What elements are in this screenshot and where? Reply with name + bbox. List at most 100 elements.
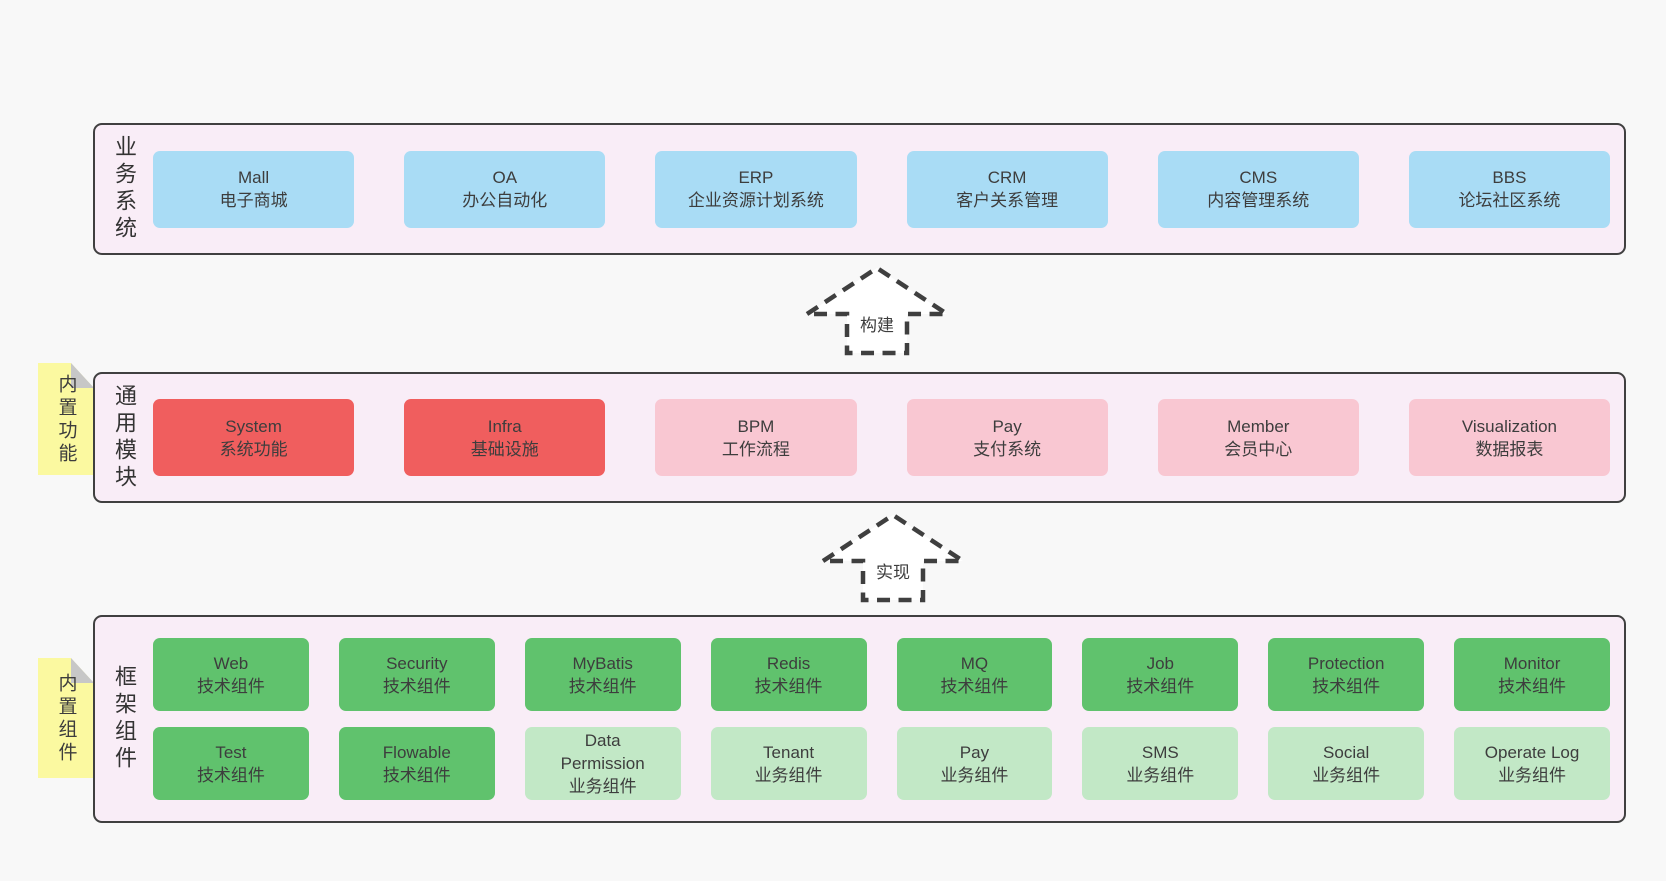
box-oa: OA 办公自动化: [404, 150, 606, 228]
box-pay-biz: Pay 业务组件: [896, 727, 1053, 800]
box-title: Security: [386, 653, 448, 673]
box-crm: CRM 客户关系管理: [906, 150, 1108, 228]
sticky-note-shape: [38, 363, 94, 475]
box-title: BBS: [1492, 168, 1527, 187]
box-subtitle: 技术组件: [1126, 676, 1195, 696]
box-title: Pay: [992, 416, 1022, 436]
box-title: CMS: [1239, 168, 1278, 187]
box-subtitle: 业务组件: [1126, 765, 1195, 785]
box-title: OA: [492, 168, 518, 187]
box-subtitle: 会员中心: [1224, 439, 1293, 459]
box-bpm: BPM 工作流程: [655, 399, 857, 476]
box-subtitle: 电子商城: [219, 191, 288, 210]
box-subtitle: 技术组件: [568, 676, 637, 696]
box-subtitle: 论坛社区系统: [1458, 191, 1561, 210]
box-title: Job: [1146, 653, 1175, 673]
box-subtitle: 技术组件: [1312, 676, 1381, 696]
box-visualization: Visualization 数据报表: [1408, 399, 1611, 476]
band-label-common-modules: 通用模块: [112, 383, 137, 492]
box-subtitle: 业务组件: [568, 777, 637, 796]
dashed-up-arrow-icon: [815, 512, 971, 603]
box-title: Member: [1227, 416, 1290, 436]
box-test: Test 技术组件: [153, 727, 309, 800]
band-content: Web 技术组件 Security 技术组件 MyBatis 技术组件 Redi…: [153, 617, 1624, 821]
box-mq: MQ 技术组件: [896, 638, 1053, 711]
sticky-label: 内置组件: [55, 673, 77, 765]
box-title: Pay: [959, 742, 990, 762]
box-title: Social: [1323, 742, 1370, 762]
box-social: Social 业务组件: [1268, 727, 1425, 800]
box-title: Flowable: [382, 742, 451, 762]
box-title: Visualization: [1461, 416, 1558, 436]
band-common-modules: 通用模块 System 系统功能 Infra 基础设施 BPM 工作流程 Pay…: [93, 372, 1626, 503]
box-job: Job 技术组件: [1082, 638, 1239, 711]
box-title: BPM: [737, 416, 775, 436]
box-title: Tenant: [763, 742, 815, 762]
box-title: Protection: [1307, 653, 1385, 673]
box-erp: ERP 企业资源计划系统: [655, 150, 857, 228]
box-subtitle: 技术组件: [196, 676, 265, 696]
box-subtitle: 技术组件: [196, 765, 265, 785]
box-subtitle: 技术组件: [382, 676, 451, 696]
box-subtitle: 技术组件: [1498, 676, 1567, 696]
box-title: SMS: [1141, 742, 1179, 762]
band-content: System 系统功能 Infra 基础设施 BPM 工作流程 Pay 支付系统…: [153, 374, 1624, 501]
box-mybatis: MyBatis 技术组件: [524, 638, 681, 711]
box-subtitle: 基础设施: [470, 439, 539, 459]
box-title: Redis: [766, 653, 811, 673]
box-subtitle: 工作流程: [721, 439, 790, 459]
box-infra: Infra 基础设施: [404, 399, 606, 476]
box-subtitle: 系统功能: [219, 439, 288, 459]
box-member: Member 会员中心: [1157, 399, 1359, 476]
build-arrow: 构建: [799, 262, 955, 358]
box-subtitle: 业务组件: [1312, 765, 1381, 785]
build-arrow-label: 构建: [860, 316, 894, 335]
folded-corner-icon: [71, 658, 94, 683]
band-content: Mall 电子商城 OA 办公自动化 ERP 企业资源计划系统 CRM 客户关系…: [153, 125, 1624, 253]
box-subtitle: 技术组件: [940, 676, 1009, 696]
box-title: MyBatis: [572, 653, 633, 673]
box-title: Test: [215, 742, 247, 762]
box-subtitle: 内容管理系统: [1207, 191, 1310, 210]
box-tenant: Tenant 业务组件: [710, 727, 867, 800]
band-label-framework-components: 框架组件: [112, 665, 137, 773]
box-protection: Protection 技术组件: [1268, 638, 1425, 711]
box-subtitle: 客户关系管理: [956, 191, 1059, 210]
band-business-systems: 业务系统 Mall 电子商城 OA 办公自动化 ERP 企业资源计划系统 CRM…: [93, 123, 1626, 255]
box-redis: Redis 技术组件: [710, 638, 867, 711]
box-subtitle: 技术组件: [382, 765, 451, 785]
box-sms: SMS 业务组件: [1082, 727, 1239, 800]
box-title: Operate Log: [1484, 742, 1580, 762]
implement-arrow-label: 实现: [876, 563, 910, 582]
box-subtitle: 业务组件: [754, 765, 823, 785]
box-subtitle: 业务组件: [940, 765, 1009, 785]
box-subtitle: 支付系统: [973, 439, 1042, 459]
box-cms: CMS 内容管理系统: [1157, 150, 1359, 228]
box-web: Web 技术组件: [153, 638, 309, 711]
box-flowable: Flowable 技术组件: [338, 727, 495, 800]
box-subtitle: 办公自动化: [462, 191, 548, 210]
box-title: MQ: [960, 653, 989, 673]
box-title: Infra: [487, 416, 522, 436]
implement-arrow: 实现: [815, 509, 971, 605]
box-title: CRM: [987, 168, 1027, 187]
band-label-business-systems: 业务系统: [112, 135, 137, 243]
box-operate-log: Operate Log 业务组件: [1454, 727, 1610, 800]
sticky-note-built-in-features: 内置功能: [38, 363, 94, 475]
box-subtitle: 业务组件: [1498, 765, 1567, 785]
dashed-up-arrow-icon: [799, 265, 955, 356]
box-subtitle: 企业资源计划系统: [687, 191, 824, 210]
box-pay: Pay 支付系统: [906, 399, 1108, 476]
box-data-permission: Data Permission 业务组件: [524, 727, 681, 800]
box-title: Monitor: [1503, 653, 1561, 673]
sticky-note-built-in-components: 内置组件: [38, 658, 94, 778]
sticky-note-shape: [38, 658, 94, 778]
box-title: Mall: [238, 168, 270, 187]
sticky-label: 内置功能: [55, 374, 77, 466]
band-framework-components: 框架组件 Web 技术组件 Security 技术组件 MyBatis 技术组件…: [93, 615, 1626, 823]
box-title: Web: [213, 653, 249, 673]
box-monitor: Monitor 技术组件: [1454, 638, 1610, 711]
box-title: System: [225, 416, 282, 436]
box-mall: Mall 电子商城: [153, 150, 355, 228]
